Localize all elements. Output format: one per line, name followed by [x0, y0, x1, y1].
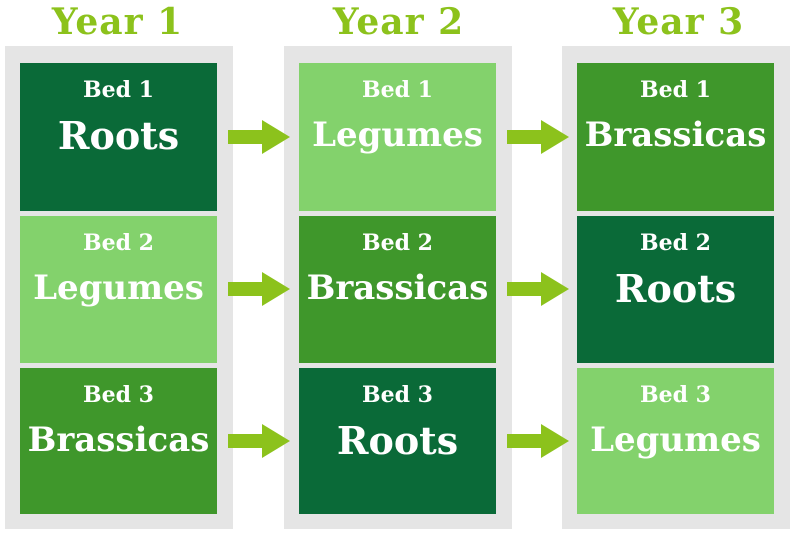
year-3-column: Bed 1 Brassicas Bed 2 Roots Bed 3 Legume…	[562, 46, 790, 529]
bed-label: Bed 1	[362, 77, 433, 103]
arrow-right-icon	[507, 424, 569, 458]
bed-label: Bed 3	[640, 382, 711, 408]
bed-label: Bed 2	[83, 230, 154, 256]
bed-label: Bed 2	[640, 230, 711, 256]
crop-name: Roots	[614, 266, 737, 311]
bed-label: Bed 1	[640, 77, 711, 103]
arrow-right-icon	[228, 120, 290, 154]
crop-name: Roots	[336, 418, 459, 463]
arrow-right-icon	[228, 424, 290, 458]
arrow-right-icon	[507, 120, 569, 154]
crop-name: Brassicas	[584, 115, 767, 155]
bed-label: Bed 1	[83, 77, 154, 103]
crop-name: Roots	[57, 113, 180, 158]
year-3-bed-1: Bed 1 Brassicas	[577, 63, 774, 211]
bed-label: Bed 2	[362, 230, 433, 256]
year-1-bed-1: Bed 1 Roots	[20, 63, 217, 211]
year-2-bed-3: Bed 3 Roots	[299, 368, 496, 514]
year-1-bed-3: Bed 3 Brassicas	[20, 368, 217, 514]
year-1-bed-2: Bed 2 Legumes	[20, 216, 217, 363]
year-3-title: Year 3	[612, 1, 745, 43]
crop-name: Legumes	[312, 115, 483, 155]
crop-name: Legumes	[590, 420, 761, 460]
arrow-right-icon	[228, 272, 290, 306]
year-2-column: Bed 1 Legumes Bed 2 Brassicas Bed 3 Root…	[284, 46, 512, 529]
year-2-bed-2: Bed 2 Brassicas	[299, 216, 496, 363]
year-2-title: Year 2	[332, 1, 465, 43]
bed-label: Bed 3	[83, 382, 154, 408]
year-3-bed-2: Bed 2 Roots	[577, 216, 774, 363]
year-3-bed-3: Bed 3 Legumes	[577, 368, 774, 514]
arrow-right-icon	[507, 272, 569, 306]
crop-name: Legumes	[33, 268, 204, 308]
crop-name: Brassicas	[27, 420, 210, 460]
year-1-title: Year 1	[51, 1, 184, 43]
crop-name: Brassicas	[306, 268, 489, 308]
year-1-column: Bed 1 Roots Bed 2 Legumes Bed 3 Brassica…	[5, 46, 233, 529]
year-2-bed-1: Bed 1 Legumes	[299, 63, 496, 211]
bed-label: Bed 3	[362, 382, 433, 408]
